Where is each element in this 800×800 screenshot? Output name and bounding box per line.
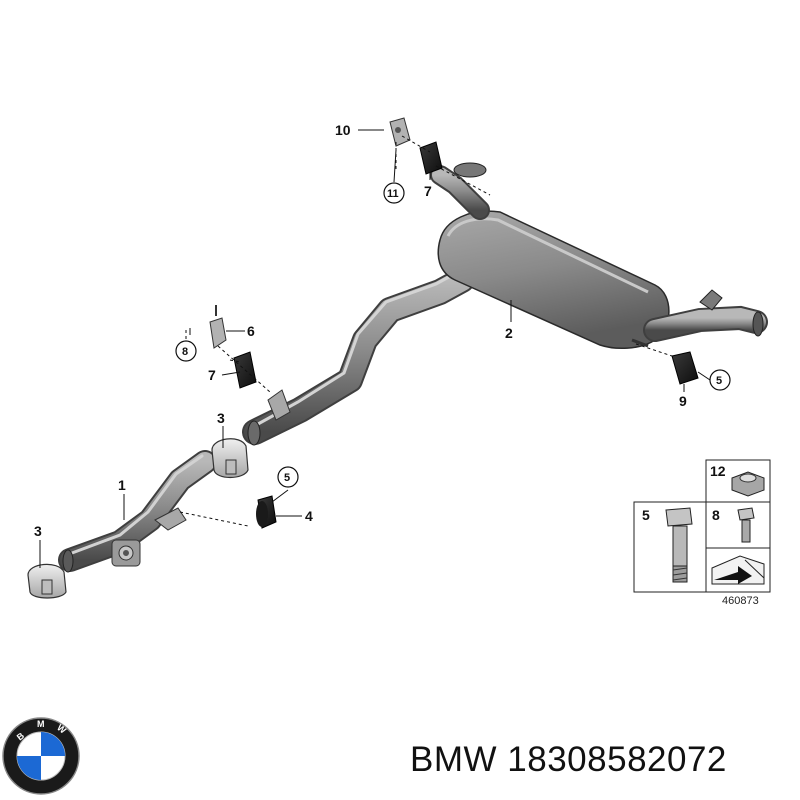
callout-7-top: 7 [424, 183, 432, 199]
callout-2: 2 [505, 325, 513, 341]
middle-pipe-section [242, 267, 475, 446]
callout-1: 1 [118, 477, 126, 493]
callout-11-circled: 11 [387, 188, 399, 200]
brand-name: BMW [410, 740, 498, 779]
bracket-6 [209, 305, 227, 349]
clamp-3-rear [211, 438, 249, 479]
circled-callouts: 8 5 11 5 [175, 182, 731, 488]
part-caption: BMW 18308582072 [410, 740, 727, 780]
rubber-mount-7-top [419, 141, 443, 175]
nut-icon [731, 471, 765, 497]
arrow-sign-icon [711, 555, 765, 585]
callout-5-circled-front: 5 [284, 472, 290, 484]
fastener-panel: 12 5 8 460873 [633, 459, 771, 607]
rear-muffler [430, 162, 768, 350]
callout-8-panel: 8 [712, 507, 720, 523]
callout-5-panel: 5 [642, 507, 650, 523]
svg-text:B: B [15, 730, 27, 742]
leader-lines [39, 129, 711, 568]
callout-labels: 1 2 3 3 4 6 7 7 9 10 [34, 122, 687, 539]
reference-number: 460873 [722, 595, 759, 607]
callout-5-circled-rear: 5 [716, 375, 722, 387]
bolt-icon [665, 507, 693, 583]
bmw-logo: B M W [2, 717, 80, 795]
callout-3-rear: 3 [217, 410, 225, 426]
callout-4: 4 [305, 508, 313, 524]
front-pipe-section [58, 450, 217, 573]
pipe-flange [111, 539, 141, 567]
callout-7-front: 7 [208, 367, 216, 383]
callout-6: 6 [247, 323, 255, 339]
rubber-mount-9 [671, 351, 699, 385]
part-number: 18308582072 [507, 740, 727, 779]
screw-icon [737, 507, 755, 543]
callout-8-circled: 8 [182, 346, 188, 358]
callout-10: 10 [335, 122, 351, 138]
svg-text:M: M [37, 719, 45, 729]
callout-12: 12 [710, 463, 726, 479]
callout-3-front: 3 [34, 523, 42, 539]
clamp-3-front [27, 563, 67, 599]
bracket-10 [389, 117, 411, 147]
callout-9: 9 [679, 393, 687, 409]
rubber-mount-4 [256, 495, 277, 529]
